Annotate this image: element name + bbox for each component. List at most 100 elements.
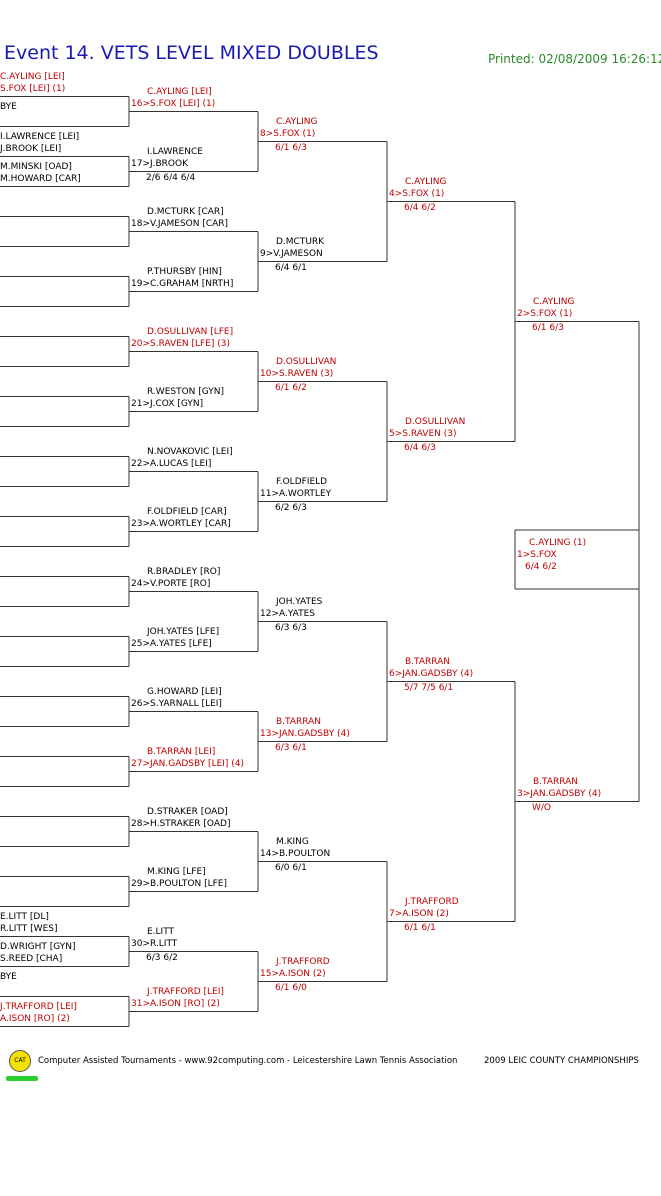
match-winner-player2: 27>JAN.GADSBY [LEI] (4)	[131, 758, 245, 769]
match-winner-player1: D.OSULLIVAN	[276, 356, 337, 367]
match-score: 6/1 6/3	[532, 322, 564, 333]
final-score: 6/4 6/2	[525, 562, 557, 572]
entry-player2: J.BROOK [LEI]	[0, 143, 62, 154]
match-winner-player1: F.OLDFIELD	[276, 476, 328, 487]
entry-player1: D.WRIGHT [GYN]	[0, 941, 76, 952]
match-score: 5/7 7/5 6/1	[404, 682, 454, 693]
match-winner-player1: N.NOVAKOVIC [LEI]	[147, 446, 233, 457]
match-winner-player2: 17>J.BROOK	[131, 158, 189, 169]
match-winner-player1: I.LAWRENCE	[147, 146, 203, 157]
match-score: 6/4 6/1	[275, 262, 307, 273]
match-score: 6/0 6/1	[275, 862, 307, 873]
entry-player1: M.MINSKI [OAD]	[0, 161, 72, 172]
match-winner-player2: 30>R.LITT	[131, 938, 178, 949]
match-winner-player1: M.KING	[276, 836, 309, 847]
match-score: 6/3 6/1	[275, 742, 307, 753]
match-score: W/O	[532, 802, 552, 813]
match-score: 6/4 6/2	[404, 202, 436, 213]
entry-player2: A.ISON [RO] (2)	[0, 1013, 70, 1024]
champion-player2: 1>S.FOX	[517, 550, 557, 560]
entry-player2: M.HOWARD [CAR]	[0, 173, 81, 184]
match-winner-player1: J.TRAFFORD	[405, 896, 459, 907]
match-winner-player2: 29>B.POULTON [LFE]	[131, 878, 227, 889]
match-score: 6/2 6/3	[275, 502, 307, 513]
entry-player1: E.LITT [DL]	[0, 911, 49, 922]
event-title: Event 14. VETS LEVEL MIXED DOUBLES	[4, 42, 379, 64]
match-score: 6/3 6/2	[146, 952, 178, 963]
match-winner-player2: 26>S.YARNALL [LEI]	[131, 698, 222, 709]
match-winner-player2: 15>A.ISON (2)	[260, 968, 326, 979]
match-score: 6/4 6/3	[404, 442, 436, 453]
match-winner-player2: 28>H.STRAKER [OAD]	[131, 818, 231, 829]
match-score: 6/1 6/1	[404, 922, 436, 933]
entry-player1: BYE	[0, 101, 17, 112]
match-winner-player2: 16>S.FOX [LEI] (1)	[131, 98, 216, 109]
match-winner-player1: B.TARRAN	[405, 656, 451, 667]
match-winner-player2: 22>A.LUCAS [LEI]	[131, 458, 212, 469]
match-winner-player2: 25>A.YATES [LFE]	[131, 638, 212, 649]
match-winner-player1: J.TRAFFORD [LEI]	[147, 986, 224, 997]
match-winner-player1: E.LITT	[147, 926, 175, 937]
match-winner-player2: 8>S.FOX (1)	[260, 128, 316, 139]
match-winner-player1: C.AYLING	[405, 176, 447, 187]
entry-player1: J.TRAFFORD [LEI]	[0, 1001, 77, 1012]
match-winner-player1: D.MCTURK [CAR]	[147, 206, 224, 217]
printed-timestamp: Printed: 02/08/2009 16:26:12	[488, 52, 661, 66]
match-score: 2/6 6/4 6/4	[146, 172, 196, 183]
match-winner-player2: 12>A.YATES	[260, 608, 316, 619]
entry-player1: BYE	[0, 971, 17, 982]
match-winner-player2: 18>V.JAMESON [CAR]	[131, 218, 229, 229]
match-score: 6/1 6/3	[275, 142, 307, 153]
match-winner-player2: 31>A.ISON [RO] (2)	[131, 998, 220, 1009]
champion-player1: C.AYLING (1)	[529, 538, 587, 548]
footer-credits: Computer Assisted Tournaments - www.92co…	[38, 1056, 458, 1066]
match-winner-player1: J.TRAFFORD	[276, 956, 330, 967]
match-winner-player1: B.TARRAN	[276, 716, 322, 727]
match-winner-player1: F.OLDFIELD [CAR]	[147, 506, 227, 517]
match-winner-player1: M.KING [LFE]	[147, 866, 206, 877]
match-winner-player2: 9>V.JAMESON	[260, 248, 323, 259]
entry-player1: I.LAWRENCE [LEI]	[0, 131, 80, 142]
match-winner-player2: 5>S.RAVEN (3)	[389, 428, 457, 439]
entry-player2: S.REED [CHA]	[0, 953, 63, 964]
match-winner-player2: 10>S.RAVEN (3)	[260, 368, 334, 379]
match-winner-player1: JOH.YATES [LFE]	[147, 626, 220, 637]
match-winner-player2: 20>S.RAVEN [LFE] (3)	[131, 338, 230, 349]
match-winner-player2: 14>B.POULTON	[260, 848, 331, 859]
entry-player2: S.FOX [LEI] (1)	[0, 83, 66, 94]
match-winner-player1: C.AYLING	[276, 116, 318, 127]
match-winner-player1: B.TARRAN [LEI]	[147, 746, 216, 757]
entry-player2: R.LITT [WES]	[0, 923, 58, 934]
championship-name: 2009 LEIC COUNTY CHAMPIONSHIPS	[484, 1056, 639, 1066]
match-winner-player2: 19>C.GRAHAM [NRTH]	[131, 278, 234, 289]
match-winner-player1: C.AYLING [LEI]	[147, 86, 212, 97]
match-winner-player2: 3>JAN.GADSBY (4)	[517, 788, 602, 799]
match-winner-player1: C.AYLING	[533, 296, 575, 307]
match-score: 6/3 6/3	[275, 622, 307, 633]
entry-player1: C.AYLING [LEI]	[0, 71, 65, 82]
match-winner-player1: JOH.YATES	[276, 596, 323, 607]
match-winner-player1: D.OSULLIVAN [LFE]	[147, 326, 234, 337]
match-winner-player2: 21>J.COX [GYN]	[131, 398, 204, 409]
match-winner-player1: R.BRADLEY [RO]	[147, 566, 221, 577]
match-winner-player1: D.OSULLIVAN	[405, 416, 466, 427]
logo-underline	[6, 1076, 38, 1081]
match-winner-player2: 23>A.WORTLEY [CAR]	[131, 518, 231, 529]
match-winner-player2: 13>JAN.GADSBY (4)	[260, 728, 350, 739]
match-winner-player2: 24>V.PORTE [RO]	[131, 578, 211, 589]
cat-logo-icon: CAT	[9, 1050, 31, 1072]
match-winner-player1: P.THURSBY [HIN]	[147, 266, 222, 277]
match-score: 6/1 6/2	[275, 382, 307, 393]
match-winner-player1: D.MCTURK	[276, 236, 325, 247]
match-winner-player2: 6>JAN.GADSBY (4)	[389, 668, 474, 679]
match-winner-player2: 4>S.FOX (1)	[389, 188, 445, 199]
match-score: 6/1 6/0	[275, 982, 307, 993]
match-winner-player1: R.WESTON [GYN]	[147, 386, 225, 397]
match-winner-player2: 7>A.ISON (2)	[389, 908, 449, 919]
match-winner-player1: G.HOWARD [LEI]	[147, 686, 222, 697]
match-winner-player2: 2>S.FOX (1)	[517, 308, 573, 319]
match-winner-player2: 11>A.WORTLEY	[260, 488, 332, 499]
match-winner-player1: B.TARRAN	[533, 776, 579, 787]
match-winner-player1: D.STRAKER [OAD]	[147, 806, 228, 817]
